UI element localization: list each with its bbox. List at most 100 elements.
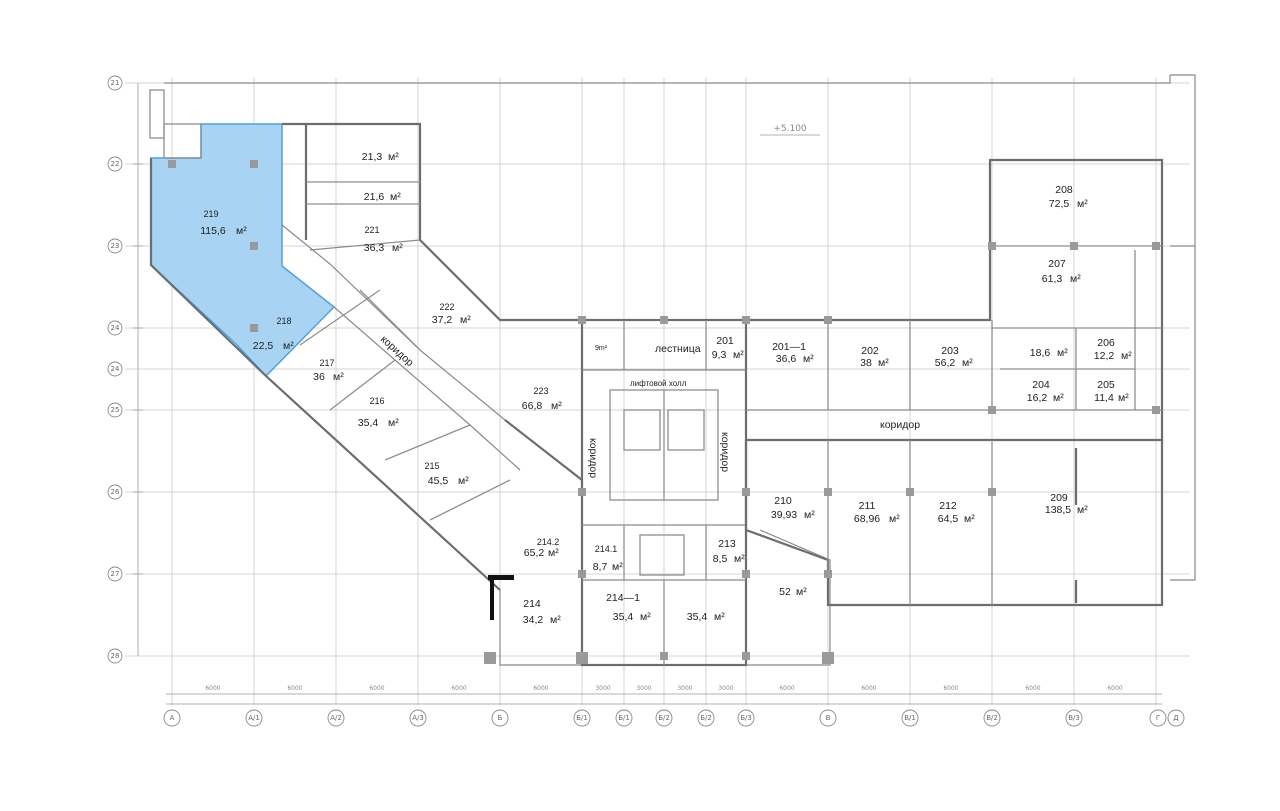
axis-label: 21 bbox=[111, 79, 120, 87]
dim-label: 6000 bbox=[205, 685, 220, 692]
unit-label: м² bbox=[1070, 273, 1081, 285]
room-area-201: 9,3 bbox=[712, 349, 727, 361]
axis-label: 28 bbox=[111, 652, 120, 660]
axis-label: 23 bbox=[111, 242, 120, 250]
room-area-222: 37,2 bbox=[432, 314, 453, 326]
room-number-209: 209 bbox=[1050, 492, 1068, 504]
dim-label: 3000 bbox=[636, 685, 651, 692]
room-number-201-1: 201—1 bbox=[772, 341, 806, 353]
room-area-208: 72,5 bbox=[1049, 198, 1070, 210]
room-number-210: 210 bbox=[774, 495, 792, 507]
unit-label: м² bbox=[796, 586, 807, 598]
axis-label: В bbox=[826, 714, 831, 722]
axis-label: Б bbox=[498, 714, 503, 722]
unit-label: м² bbox=[612, 561, 623, 573]
dim-label: 6000 bbox=[369, 685, 384, 692]
bottom-dimension-line: 6000 6000 6000 6000 6000 3000 3000 3000 … bbox=[166, 685, 1162, 705]
axis-label: Б/3 bbox=[740, 714, 752, 722]
room-area-214-2: 65,2 bbox=[524, 547, 545, 559]
room-area-216: 35,4 bbox=[358, 417, 379, 429]
room-number-214-2: 214.2 bbox=[537, 537, 560, 547]
axis-label: А/3 bbox=[412, 714, 424, 722]
room-number-217: 217 bbox=[319, 358, 334, 368]
axis-label: 24 bbox=[111, 365, 120, 373]
room-area-214-1: 8,7 bbox=[593, 561, 608, 573]
axis-label: 25 bbox=[111, 406, 120, 414]
level-mark: +5.100 bbox=[773, 124, 807, 134]
room-area-215: 45,5 bbox=[428, 475, 449, 487]
axis-label: А bbox=[170, 714, 175, 722]
building-walls bbox=[149, 74, 1196, 667]
unit-label: м² bbox=[458, 475, 469, 487]
unit-label: м² bbox=[734, 553, 745, 565]
corridor-left-vertical-label: коридор bbox=[587, 438, 599, 478]
axis-label: 22 bbox=[111, 160, 120, 168]
unit-label: м² bbox=[804, 509, 815, 521]
corridor-diagonal-label: коридор bbox=[378, 333, 416, 369]
unit-label: м² bbox=[392, 242, 403, 254]
room-area-21-3: 21,3 bbox=[362, 151, 383, 163]
room-areas: 115,6 22,5 36 35,4 45,5 36,3 37,2 66,8 2… bbox=[200, 151, 1114, 626]
unit-label: м² bbox=[964, 513, 975, 525]
room-area-221: 36,3 bbox=[364, 242, 385, 254]
left-axis-markers: 21 22 23 24 24 25 26 27 28 bbox=[107, 75, 123, 664]
room-area-210: 39,93 bbox=[771, 509, 797, 521]
unit-label: м² bbox=[1121, 350, 1132, 362]
room-area-214m1: 35,4 bbox=[613, 611, 634, 623]
dim-label: 3000 bbox=[677, 685, 692, 692]
small-room-label: 9m² bbox=[595, 345, 608, 352]
unit-label: м² bbox=[733, 349, 744, 361]
axis-label: 26 bbox=[111, 488, 120, 496]
room-area-18-6: 18,6 bbox=[1030, 347, 1051, 359]
unit-label: м² bbox=[1077, 198, 1088, 210]
dim-label: 3000 bbox=[718, 685, 733, 692]
room-area-207: 61,3 bbox=[1042, 273, 1063, 285]
room-area-204: 16,2 bbox=[1027, 392, 1048, 404]
room-number-204: 204 bbox=[1032, 379, 1050, 391]
unit-label: м² bbox=[550, 614, 561, 626]
unit-label: м² bbox=[390, 191, 401, 203]
room-area-217: 36 bbox=[313, 371, 325, 383]
room-area-52: 52 bbox=[779, 586, 791, 598]
room-number-221: 221 bbox=[364, 225, 379, 235]
room-number-206: 206 bbox=[1097, 337, 1115, 349]
room-number-203: 203 bbox=[941, 345, 959, 357]
unit-label: м² bbox=[548, 547, 559, 559]
axis-label: А/2 bbox=[330, 714, 342, 722]
unit-label: м² bbox=[460, 314, 471, 326]
room-number-213: 213 bbox=[718, 538, 736, 550]
room-number-212: 212 bbox=[939, 500, 957, 512]
room-area-201-1: 36,6 bbox=[776, 353, 797, 365]
corridor-right-vertical-label: коридор bbox=[719, 432, 731, 472]
room-numbers: 219 218 217 216 215 221 222 223 214.2 21… bbox=[203, 184, 1114, 610]
unit-label: м² bbox=[283, 340, 294, 352]
axis-label: Г bbox=[1156, 714, 1160, 722]
lift-hall-label: лифтовой холл bbox=[630, 379, 687, 388]
room-number-218: 218 bbox=[276, 316, 291, 326]
room-area-218: 22,5 bbox=[253, 340, 274, 352]
room-area-223: 66,8 bbox=[522, 400, 543, 412]
room-number-211: 211 bbox=[859, 500, 876, 512]
dim-label: 6000 bbox=[1107, 685, 1122, 692]
unit-label: м² bbox=[962, 357, 973, 369]
axis-label: Б/1 bbox=[618, 714, 630, 722]
room-area-203: 56,2 bbox=[935, 357, 956, 369]
unit-label: м² bbox=[640, 611, 651, 623]
room-number-215: 215 bbox=[424, 461, 439, 471]
dim-label: 6000 bbox=[779, 685, 794, 692]
axis-label: Б/1 bbox=[576, 714, 588, 722]
axis-label: В/3 bbox=[1068, 714, 1080, 722]
axis-label: В/2 bbox=[986, 714, 998, 722]
unit-label: м² bbox=[1053, 392, 1064, 404]
room-number-219: 219 bbox=[203, 209, 218, 219]
room-number-216: 216 bbox=[369, 396, 384, 406]
room-area-214: 34,2 bbox=[523, 614, 544, 626]
dim-label: 6000 bbox=[533, 685, 548, 692]
unit-label: м² bbox=[878, 357, 889, 369]
area-units: м² м² м² м² м² м² м² м² м² м² м² м² м² м… bbox=[236, 151, 1132, 626]
room-number-214: 214 bbox=[523, 598, 541, 610]
unit-label: м² bbox=[1118, 392, 1129, 404]
unit-label: м² bbox=[1057, 347, 1068, 359]
